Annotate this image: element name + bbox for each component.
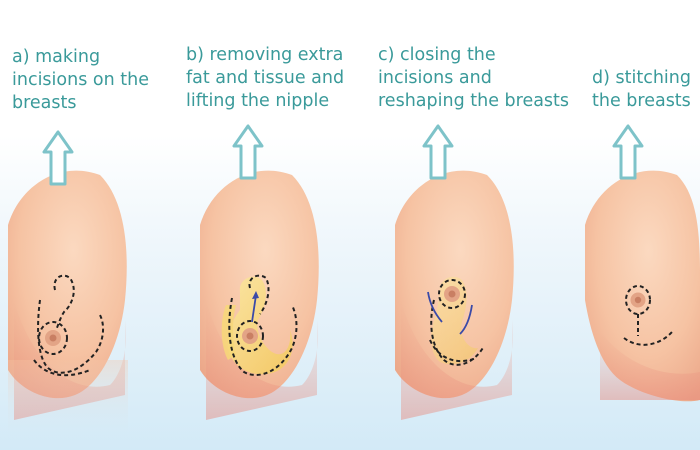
step-b-line-3: lifting the nipple — [186, 91, 330, 111]
step-b-line-2: fat and tissue and — [186, 68, 345, 88]
step-c-line-1: c) closing the — [378, 45, 496, 65]
figure-a-nipple — [45, 330, 61, 346]
step-c-line-3: reshaping the breasts — [378, 91, 570, 111]
up-arrow-icon — [612, 124, 644, 180]
up-arrow-icon — [232, 124, 264, 180]
figure-d-stitch-lines — [623, 285, 673, 346]
step-b-label: b) removing extra fat and tissue and lif… — [186, 44, 344, 113]
figure-c-closing-arrows — [427, 291, 473, 335]
step-a-line-1: a) making — [12, 47, 101, 67]
step-d-label: d) stitching the breasts — [592, 67, 691, 113]
step-c-label: c) closing the incisions and reshaping t… — [378, 44, 569, 113]
figure-c-nipple — [444, 286, 460, 302]
step-d-line-1: d) stitching — [592, 68, 691, 88]
step-a-line-3: breasts — [12, 93, 77, 113]
figure-c-reshaped-area — [431, 276, 478, 365]
step-c-line-2: incisions and — [378, 68, 492, 88]
figure-c-incision-outline — [429, 279, 485, 366]
figure-b-incision-outline — [228, 274, 298, 376]
figure-a-incision-outline — [33, 274, 105, 377]
figure-b-nipple — [242, 328, 258, 344]
up-arrow-icon — [422, 124, 454, 180]
figure-a-breast — [8, 170, 128, 440]
figure-b-exposed-tissue — [221, 276, 293, 375]
step-b-line-1: b) removing extra — [186, 45, 344, 65]
step-d-line-2: the breasts — [592, 91, 691, 111]
figure-b-lift-arrow — [251, 291, 259, 323]
step-a-label: a) making incisions on the breasts — [12, 46, 149, 115]
step-a-line-2: incisions on the — [12, 70, 149, 90]
figure-d-nipple — [630, 292, 646, 308]
